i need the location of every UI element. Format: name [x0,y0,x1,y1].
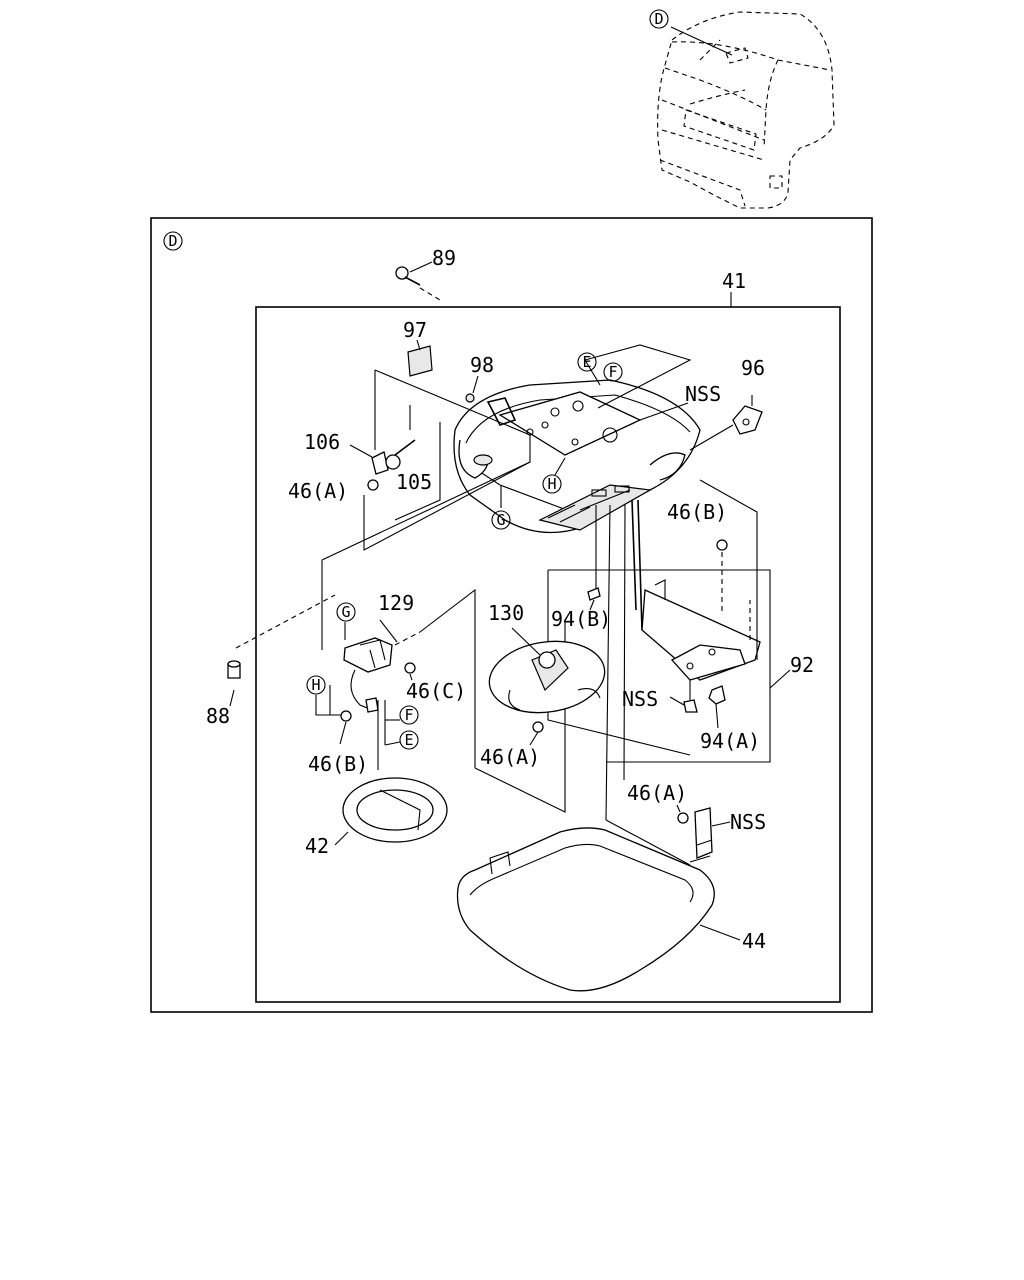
callout-d-top: D [649,9,669,29]
leader-88 [235,461,531,650]
callout-f-top-text: F [608,363,617,381]
label-46a-left: 46(A) [288,479,348,503]
part-41: 41 [722,269,746,307]
label-41: 41 [722,269,746,293]
callout-e-left-text: E [404,731,413,749]
label-88: 88 [206,704,230,728]
label-46b-left: 46(B) [308,752,368,776]
label-nss-mid: NSS [622,687,658,711]
part-44-lens: 44 [456,827,766,992]
label-106: 106 [304,430,340,454]
vehicle-overview [657,11,835,209]
part-97: 97 [403,318,433,377]
label-nss-low: NSS [730,810,766,834]
label-94b: 94(B) [551,607,611,631]
nss-top: NSS [639,382,721,421]
callout-g-top-text: G [496,511,505,529]
callout-h-left-text: H [311,676,320,694]
callout-e-top-text: E [582,353,591,371]
callout-gh-assembly: G H [491,457,566,530]
part-89-bolt: 89 [395,246,456,301]
label-92: 92 [790,653,814,677]
part-42-ring: 42 [305,777,448,858]
label-96: 96 [741,356,765,380]
inset-frame [150,217,873,1013]
left-bracket-group: 106 105 46(A) [288,369,531,551]
part-46b-right: 46(B) [667,500,728,615]
part-88-bolt: 88 [206,660,241,728]
bracket-92-group: 92 94(B) 94(A) NSS [547,479,814,763]
callout-d-inset-text: D [168,232,177,250]
label-44: 44 [742,929,766,953]
callout-g-left-text: G [341,603,350,621]
callout-h-top-text: H [547,475,556,493]
label-129: 129 [378,591,414,615]
label-46b-right: 46(B) [667,500,727,524]
label-130: 130 [488,601,524,625]
label-46a-mid: 46(A) [480,745,540,769]
part-130-reflector: 130 46(A) [480,601,606,769]
label-94a: 94(A) [700,729,760,753]
label-97: 97 [403,318,427,342]
label-105: 105 [396,470,432,494]
label-42: 42 [305,834,329,858]
part-96-clip: 96 [689,356,765,451]
callout-d-top-text: D [654,10,663,28]
label-89: 89 [432,246,456,270]
part-46a-low-group: 46(A) NSS [627,781,766,863]
assembly-41-frame [255,306,841,1003]
part-98: 98 [465,353,517,426]
part-129-socket: 129 G 46(C) H 46(B) F E [306,588,566,813]
label-46a-low: 46(A) [627,781,687,805]
label-98: 98 [470,353,494,377]
callout-d-inset: D [163,231,183,251]
callout-ef-box: E F [577,344,692,409]
callout-f-left-text: F [404,706,413,724]
label-nss-top: NSS [685,382,721,406]
label-46c: 46(C) [406,679,466,703]
main-lamp-assembly [453,379,701,866]
